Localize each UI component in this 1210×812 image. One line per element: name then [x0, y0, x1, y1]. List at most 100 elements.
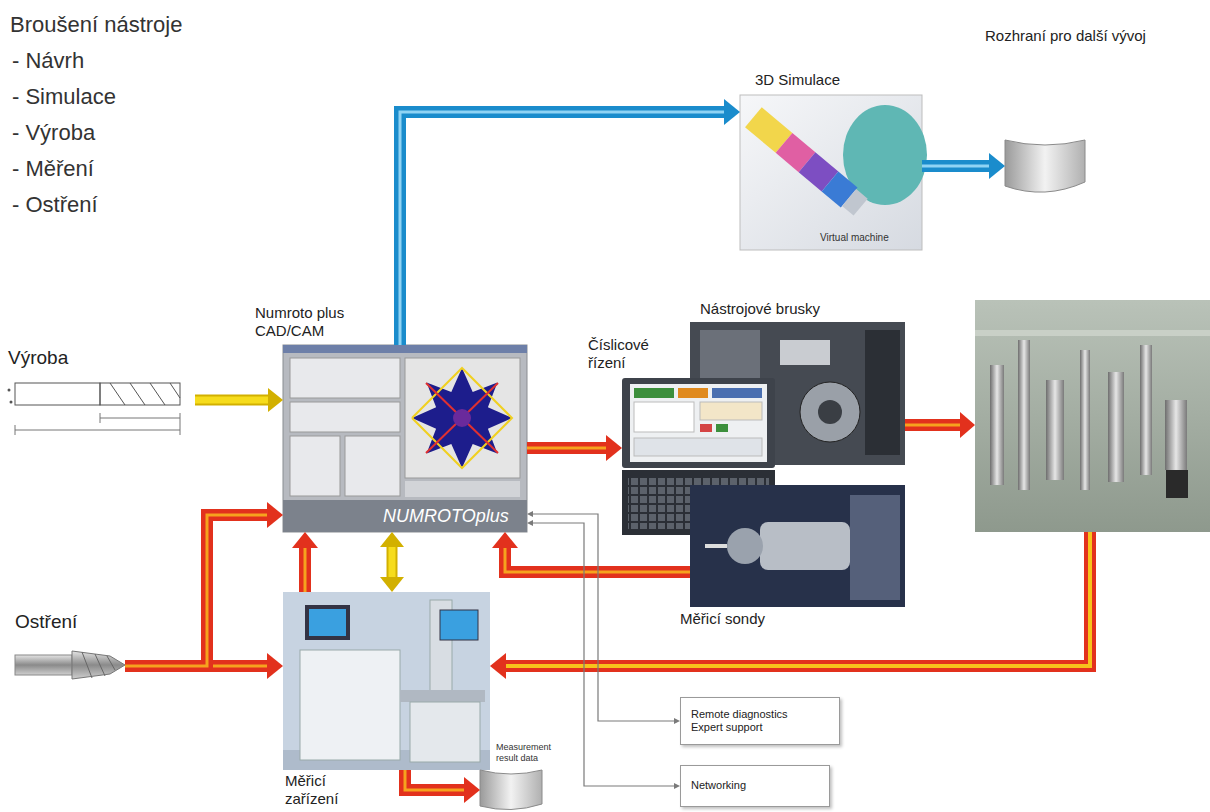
tools-photo-part: [1166, 470, 1188, 498]
node-heading: Nástrojové brusky: [700, 300, 820, 318]
tools-photo-part: [1140, 345, 1152, 475]
cnc-control-part: [634, 402, 694, 432]
text-holder: - Výroba: [12, 120, 95, 146]
picture-node: Ostření: [15, 640, 125, 690]
arrow-head: [989, 153, 1005, 179]
probe-photo-part: [850, 495, 900, 600]
arrow-shaft: [405, 770, 465, 790]
arrow-head: [464, 777, 480, 803]
node-heading: Číslicové řízení: [588, 336, 668, 372]
tools-photo: [975, 300, 1210, 532]
flow-arrow-part: [960, 412, 975, 438]
document-shape-part: [1005, 140, 1085, 192]
tool-drawing-part: [15, 430, 180, 431]
node-heading: Rozhraní pro další vývoj: [985, 27, 1146, 45]
tool-drawing-part: [100, 383, 180, 405]
arrow-head: [380, 532, 404, 547]
arrow-shaft: [125, 515, 268, 666]
probe-photo-part: [705, 544, 727, 548]
flow-arrow: [125, 502, 283, 666]
worn-tool-part: [72, 651, 125, 679]
software-screenshot: [283, 345, 527, 532]
software-screenshot-part: [290, 358, 400, 398]
list-item: - Měření: [12, 156, 94, 182]
cnc-control-part: [622, 378, 775, 468]
picture-node: Číslicové řízení: [622, 378, 775, 535]
flow-arrow: [405, 770, 480, 803]
arrow-shaft: [195, 395, 269, 406]
tools-photo-part: [975, 300, 1210, 532]
measuring-machine-part: [440, 610, 478, 640]
simulation-picture-part-part: [842, 189, 868, 215]
text-holder: Měřicí zařízení: [285, 772, 360, 808]
text-box: Networking: [680, 765, 830, 807]
measuring-machine-part: [309, 609, 346, 636]
picture-node: 3D SimulaceVirtual machine: [740, 95, 922, 250]
software-screenshot-part: [283, 345, 527, 353]
text-holder: Broušení nástroje: [10, 12, 182, 38]
text-holder: - Simulace: [12, 84, 116, 110]
arrow-head: [724, 99, 740, 125]
tool-drawing-part: [10, 401, 13, 404]
grinder-photo-part: [700, 330, 760, 380]
software-screenshot-part: [453, 409, 471, 427]
node-heading: Remote diagnostics Expert support: [691, 708, 811, 734]
software-screenshot-part: [290, 402, 400, 432]
node-heading: Networking: [691, 779, 746, 792]
node-heading: Numroto plus CAD/CAM: [255, 304, 385, 340]
text-holder: Výroba: [8, 347, 68, 370]
software-screenshot-part: [426, 383, 498, 453]
cnc-control-part: [700, 402, 762, 420]
worn-tool: [15, 651, 125, 679]
node-text: Virtual machine: [820, 232, 889, 244]
flow-arrow-part: [905, 419, 960, 431]
probe-photo: [690, 485, 905, 607]
flow-arrow: [195, 388, 283, 412]
arrow-shaft: [387, 546, 398, 578]
arrow-head: [492, 532, 518, 548]
flow-arrow: [492, 532, 690, 572]
text-holder: 3D Simulace: [755, 71, 840, 89]
flow-arrow: [380, 532, 404, 592]
arrow-shaft: [400, 112, 725, 345]
grinder-photo-part: [865, 330, 900, 455]
picture-node: Rozhraní pro další vývoj: [1005, 140, 1085, 192]
cnc-control-part: [712, 388, 762, 398]
text-holder: - Měření: [12, 156, 94, 182]
cnc-control-part: [700, 424, 712, 432]
list-item: - Ostření: [12, 192, 98, 218]
arrow-shaft: [527, 442, 607, 454]
software-screenshot-part: [405, 358, 520, 478]
text-holder: Remote diagnostics Expert support: [691, 708, 811, 734]
arrow-stripe: [125, 515, 268, 666]
arrow-stripe: [922, 165, 990, 168]
software-screenshot-part: [345, 436, 400, 496]
flow-arrow-part: [506, 532, 1090, 666]
flow-arrow: [922, 153, 1005, 179]
text-holder: Ostření: [15, 611, 77, 634]
tools-photo-part: [1108, 372, 1124, 482]
arrow-stripe: [304, 547, 307, 592]
text-holder: Virtual machine: [820, 232, 889, 244]
arrow-stripe: [405, 770, 465, 790]
diagram-title: Broušení nástroje: [10, 12, 182, 38]
probe-photo-part: [727, 528, 763, 564]
picture-node: Measurement result data: [480, 768, 542, 810]
software-screenshot-part: [283, 345, 527, 532]
node-heading: 3D Simulace: [755, 71, 840, 89]
node-heading: Výroba: [8, 347, 68, 370]
worn-tool-part: [15, 655, 72, 675]
cnc-control-part: [678, 388, 708, 398]
arrow-head: [527, 520, 533, 526]
node-heading: Měřicí sondy: [680, 610, 765, 628]
arrow-stripe: [400, 112, 725, 345]
node-heading: Měřicí zařízení: [285, 772, 360, 808]
tools-photo-part: [1165, 400, 1187, 470]
software-screenshot-part: [283, 500, 527, 532]
node-heading: Measurement result data: [496, 742, 560, 764]
software-screenshot-part: [412, 368, 512, 468]
simulation-picture-part: [745, 107, 869, 217]
node-text: NUMROTOplus: [383, 506, 509, 528]
text-holder: Networking: [691, 779, 746, 792]
